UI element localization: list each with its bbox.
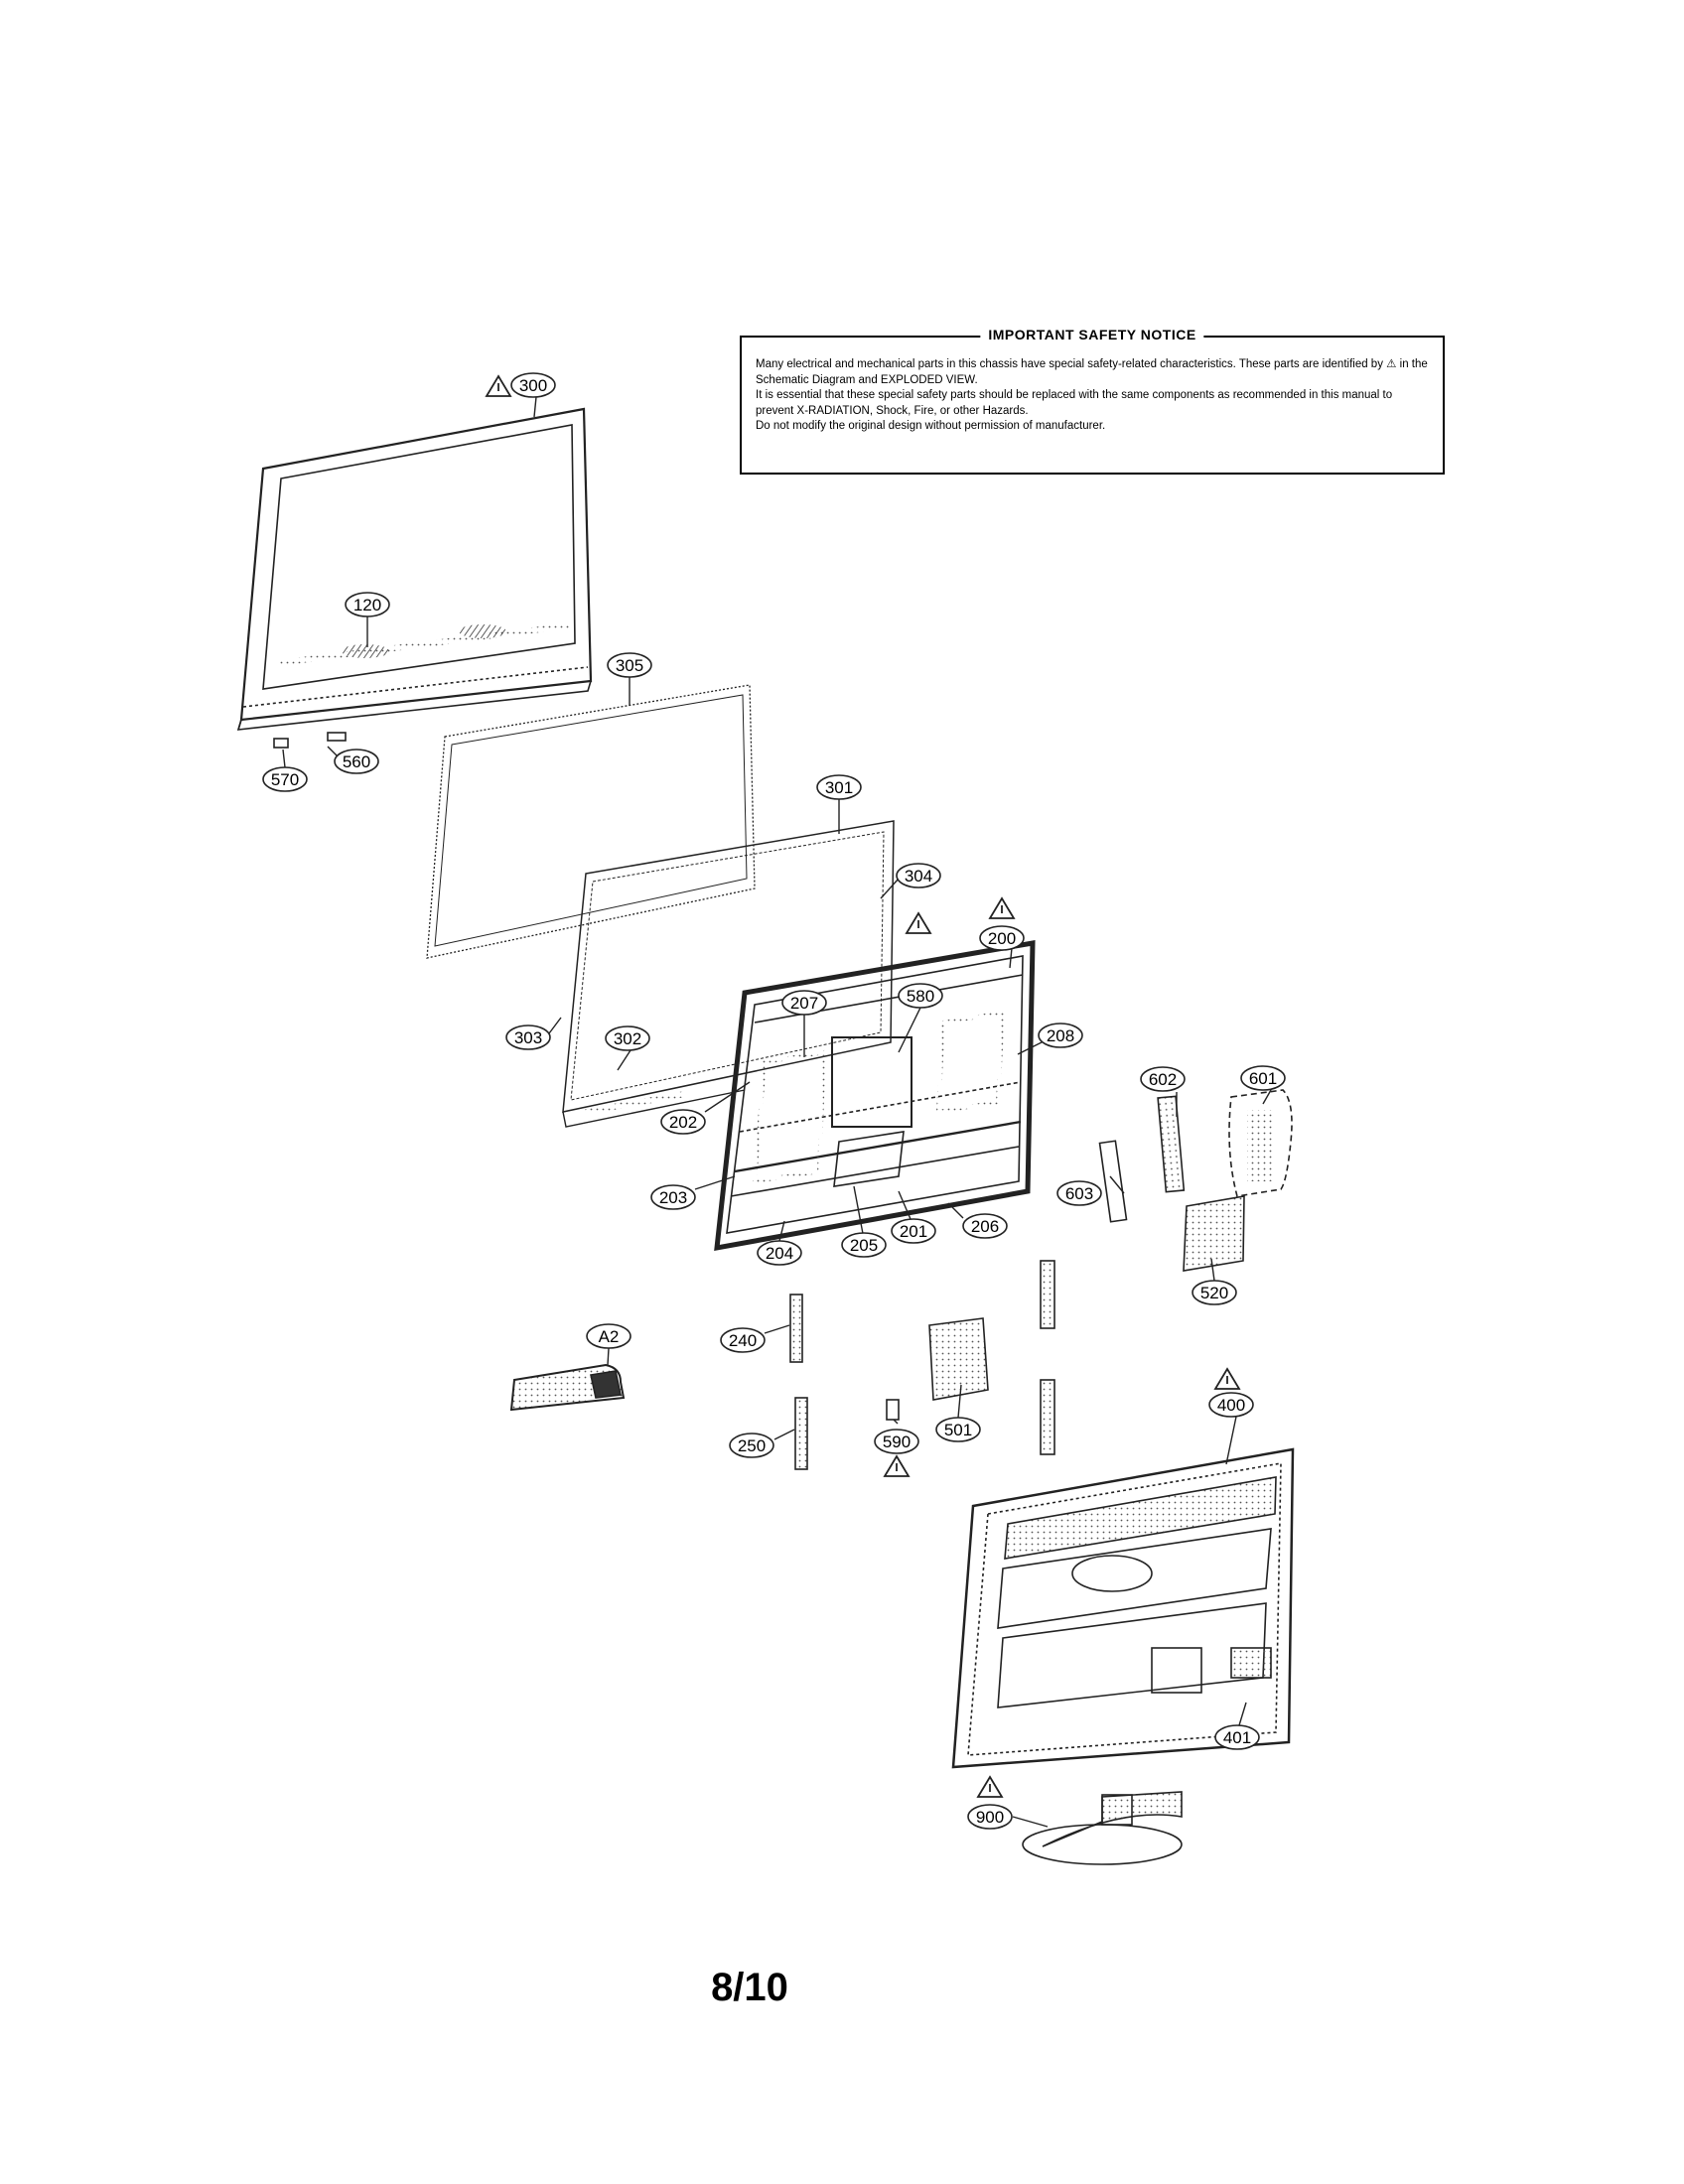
svg-text:560: 560 bbox=[343, 752, 370, 771]
svg-text:304: 304 bbox=[905, 867, 932, 886]
part-200-main-frame bbox=[714, 940, 1036, 1252]
svg-text:200: 200 bbox=[988, 929, 1016, 948]
svg-text:250: 250 bbox=[738, 1436, 766, 1455]
svg-text:204: 204 bbox=[766, 1244, 793, 1263]
safety-warning-icons bbox=[485, 374, 1241, 1798]
svg-text:201: 201 bbox=[900, 1222, 927, 1241]
svg-text:301: 301 bbox=[825, 778, 853, 797]
part-300-front-cabinet bbox=[236, 407, 593, 749]
callout-400: 400 bbox=[1208, 1392, 1254, 1418]
callout-202: 202 bbox=[660, 1109, 706, 1135]
svg-text:300: 300 bbox=[519, 376, 547, 395]
callout-900: 900 bbox=[967, 1804, 1013, 1830]
callout-520: 520 bbox=[1192, 1280, 1237, 1305]
svg-text:302: 302 bbox=[614, 1029, 641, 1048]
callout-200: 200 bbox=[979, 925, 1025, 951]
callout-501: 501 bbox=[935, 1417, 981, 1442]
safety-notice-body: Many electrical and mechanical parts in … bbox=[756, 357, 1431, 435]
svg-text:400: 400 bbox=[1217, 1396, 1245, 1415]
svg-text:206: 206 bbox=[971, 1217, 999, 1236]
callout-201: 201 bbox=[891, 1218, 936, 1244]
part-602-601-603-boards bbox=[1098, 1089, 1293, 1272]
callout-602: 602 bbox=[1140, 1066, 1186, 1092]
svg-text:305: 305 bbox=[616, 656, 643, 675]
callout-205: 205 bbox=[841, 1232, 887, 1258]
svg-text:205: 205 bbox=[850, 1236, 878, 1255]
part-400-back-cover bbox=[951, 1447, 1295, 1769]
svg-text:303: 303 bbox=[514, 1028, 542, 1047]
part-900-stand bbox=[1022, 1791, 1183, 1865]
svg-text:207: 207 bbox=[790, 994, 818, 1013]
safety-notice-title: IMPORTANT SAFETY NOTICE bbox=[980, 327, 1204, 342]
svg-text:601: 601 bbox=[1249, 1069, 1277, 1088]
svg-text:520: 520 bbox=[1200, 1284, 1228, 1302]
callout-250: 250 bbox=[729, 1433, 774, 1458]
callout-120: 120 bbox=[345, 592, 390, 617]
callout-590: 590 bbox=[874, 1429, 919, 1454]
callout-302: 302 bbox=[605, 1025, 650, 1051]
svg-text:602: 602 bbox=[1149, 1070, 1177, 1089]
part-301-302-frame bbox=[562, 820, 895, 1128]
safety-notice-line: Many electrical and mechanical parts in … bbox=[756, 358, 1428, 386]
callout-207: 207 bbox=[781, 990, 827, 1016]
callout-208: 208 bbox=[1038, 1023, 1083, 1048]
svg-text:202: 202 bbox=[669, 1113, 697, 1132]
callout-204: 204 bbox=[757, 1240, 802, 1266]
callout-570: 570 bbox=[262, 766, 308, 792]
safety-notice-line: Do not modify the original design withou… bbox=[756, 420, 1106, 432]
callout-305: 305 bbox=[607, 652, 652, 678]
svg-text:120: 120 bbox=[353, 596, 381, 614]
callout-401: 401 bbox=[1214, 1724, 1260, 1750]
svg-text:580: 580 bbox=[907, 987, 934, 1006]
callout-601: 601 bbox=[1240, 1065, 1286, 1091]
svg-text:401: 401 bbox=[1223, 1728, 1251, 1747]
svg-text:240: 240 bbox=[729, 1331, 757, 1350]
svg-text:570: 570 bbox=[271, 770, 299, 789]
svg-text:590: 590 bbox=[883, 1433, 911, 1451]
callout-304: 304 bbox=[896, 863, 941, 888]
callout-301: 301 bbox=[816, 774, 862, 800]
part-305-panel bbox=[426, 684, 756, 959]
part-240-250-501-590-brackets bbox=[509, 1260, 1055, 1470]
callout-560: 560 bbox=[334, 749, 379, 774]
callout-300: 300 bbox=[510, 372, 556, 398]
callout-203: 203 bbox=[650, 1184, 696, 1210]
svg-text:603: 603 bbox=[1065, 1184, 1093, 1203]
svg-text:A2: A2 bbox=[599, 1327, 620, 1346]
svg-text:208: 208 bbox=[1047, 1026, 1074, 1045]
safety-notice-line: It is essential that these special safet… bbox=[756, 389, 1393, 417]
callout-580: 580 bbox=[898, 983, 943, 1009]
svg-text:203: 203 bbox=[659, 1188, 687, 1207]
leader-lines bbox=[282, 396, 1272, 1828]
callout-206: 206 bbox=[962, 1213, 1008, 1239]
callout-A2: A2 bbox=[586, 1323, 632, 1349]
page-number: 8/10 bbox=[711, 1966, 788, 2009]
svg-text:900: 900 bbox=[976, 1808, 1004, 1827]
svg-text:501: 501 bbox=[944, 1421, 972, 1439]
callout-240: 240 bbox=[720, 1327, 766, 1353]
callout-603: 603 bbox=[1056, 1180, 1102, 1206]
callout-303: 303 bbox=[505, 1024, 551, 1050]
safety-notice-box: IMPORTANT SAFETY NOTICE Many electrical … bbox=[740, 327, 1445, 475]
callout-labels: 300 120 305 560 570 301 304 580 200 207 … bbox=[262, 372, 1286, 1830]
